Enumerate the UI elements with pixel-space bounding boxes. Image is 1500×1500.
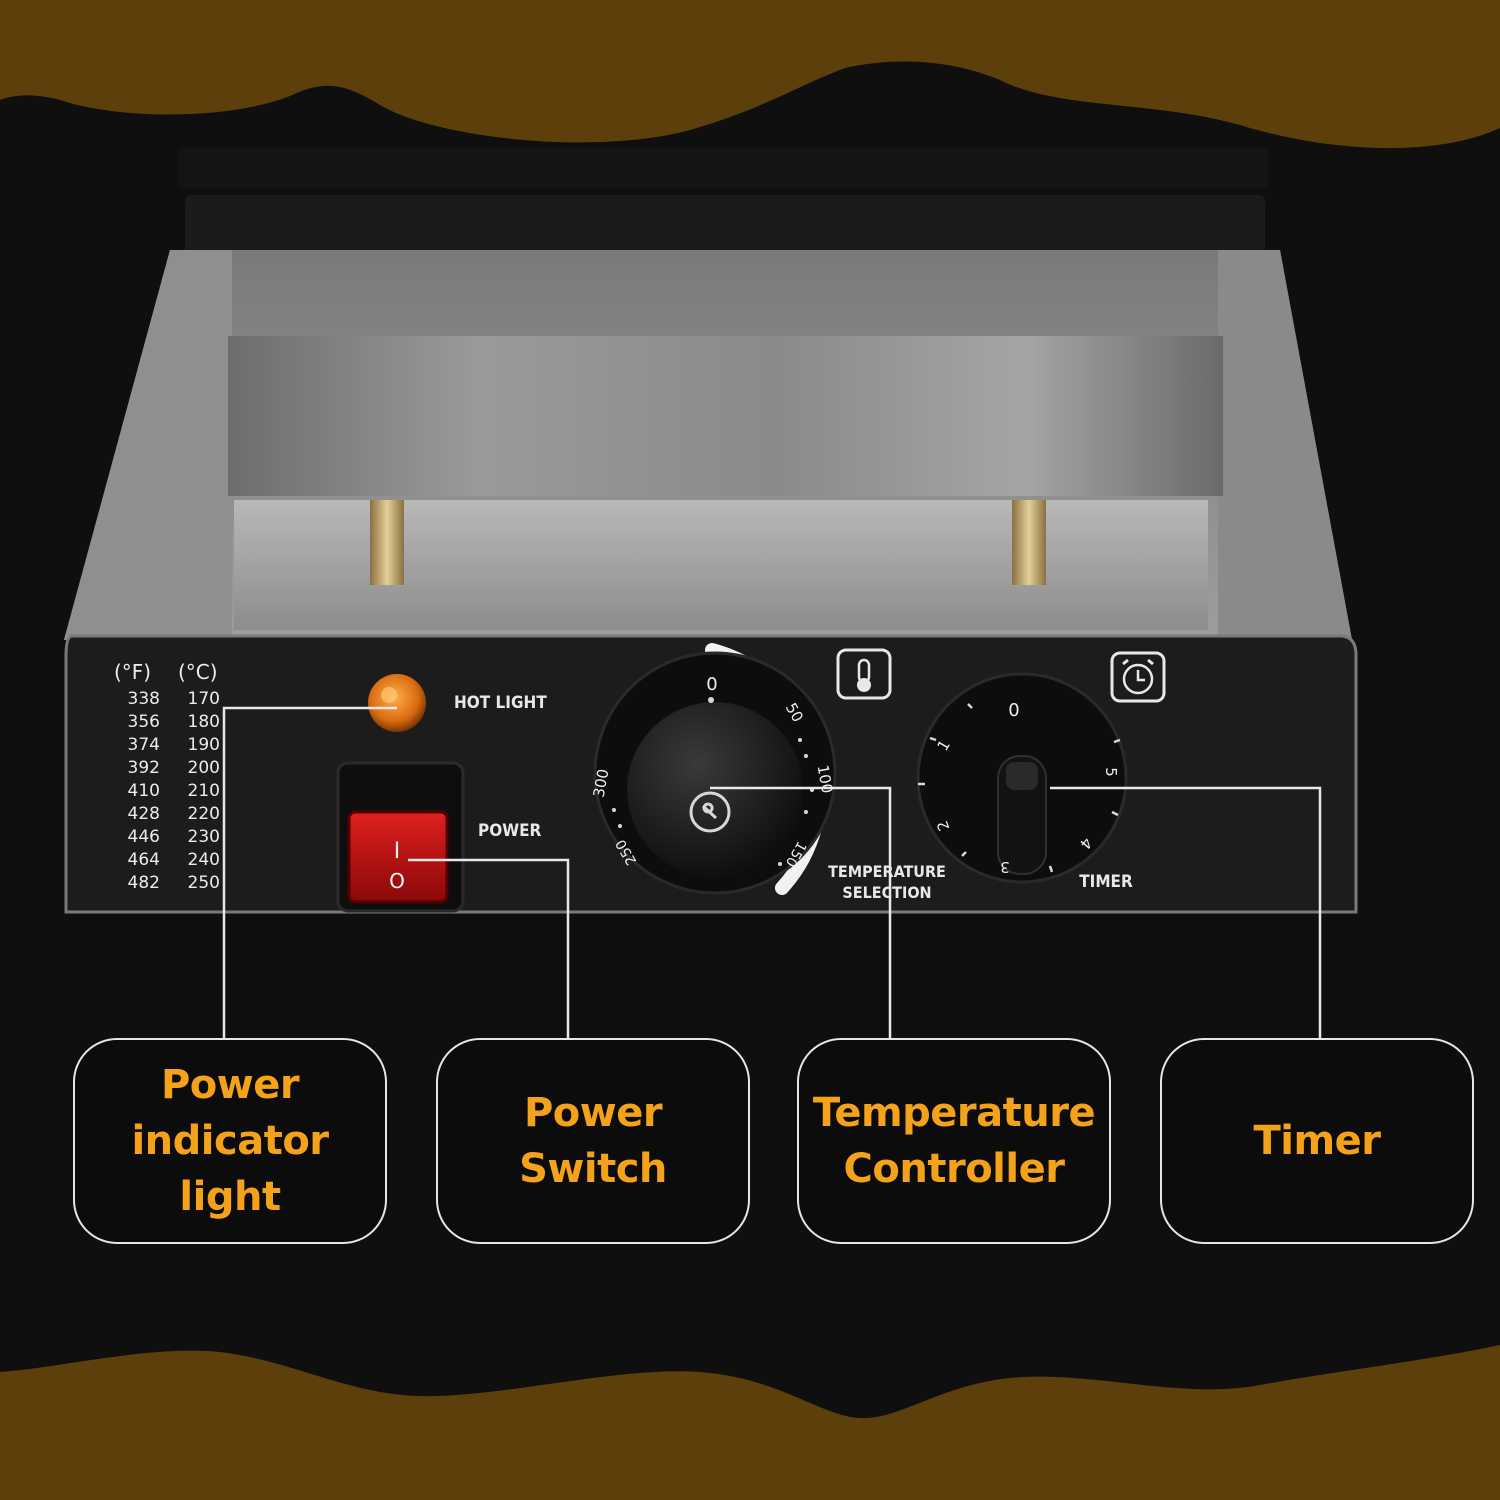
temperature-selection-label-2: SELECTION	[842, 883, 931, 902]
callout-power-switch: Power Switch	[436, 1038, 750, 1244]
fahrenheit-value: 374	[127, 735, 160, 755]
fahrenheit-value: 446	[127, 827, 160, 847]
switch-on-mark: I	[394, 839, 401, 864]
power-switch[interactable]	[347, 810, 449, 904]
hot-light-label: HOT LIGHT	[454, 693, 547, 713]
callout-label: Timer	[1253, 1118, 1381, 1164]
svg-text:300: 300	[590, 767, 613, 798]
celsius-value: 220	[187, 804, 220, 824]
celsius-value: 240	[187, 850, 220, 870]
switch-off-mark: O	[389, 869, 405, 893]
celsius-value: 210	[187, 781, 220, 801]
fahrenheit-values: 338 356 374 392 410 428 446 464 482	[104, 688, 160, 895]
power-label: POWER	[478, 821, 542, 841]
callout-label: Power Switch	[519, 1090, 667, 1192]
celsius-values: 170 180 190 200 210 220 230 240 250	[168, 688, 220, 895]
bottom-decorative-band	[0, 1345, 1500, 1500]
fahrenheit-value: 338	[127, 689, 160, 709]
thermometer-icon	[836, 648, 892, 700]
hot-light-indicator	[368, 674, 426, 732]
celsius-header: (°C)	[178, 660, 218, 684]
temperature-selection-label-1: TEMPERATURE	[828, 862, 946, 881]
temperature-knob[interactable]	[627, 702, 803, 878]
fahrenheit-header: (°F)	[114, 660, 152, 684]
callout-label: Temperature Controller	[812, 1090, 1096, 1192]
fahrenheit-value: 392	[127, 758, 160, 778]
lid-frame	[178, 148, 1268, 188]
callout-power-indicator-light: Power indicator light	[73, 1038, 387, 1244]
svg-text:5: 5	[1102, 767, 1120, 777]
fahrenheit-value: 464	[127, 850, 160, 870]
top-decorative-band	[0, 0, 1500, 149]
celsius-value: 190	[187, 735, 220, 755]
celsius-value: 230	[187, 827, 220, 847]
callout-label: Power indicator light	[131, 1062, 329, 1220]
fahrenheit-value: 428	[127, 804, 160, 824]
alarm-clock-icon	[1110, 651, 1166, 703]
svg-text:3: 3	[1000, 858, 1010, 876]
timer-label: TIMER	[1079, 872, 1133, 892]
celsius-value: 250	[187, 873, 220, 893]
callout-temperature-controller: Temperature Controller	[797, 1038, 1111, 1244]
fahrenheit-value: 410	[127, 781, 160, 801]
key-icon	[689, 791, 731, 833]
svg-text:0: 0	[706, 674, 717, 695]
svg-text:0: 0	[1008, 700, 1019, 721]
celsius-value: 180	[187, 712, 220, 732]
callout-leader-lines	[222, 706, 1322, 1038]
celsius-value: 200	[187, 758, 220, 778]
celsius-value: 170	[187, 689, 220, 709]
callout-timer: Timer	[1160, 1038, 1474, 1244]
fahrenheit-value: 356	[127, 712, 160, 732]
fahrenheit-value: 482	[127, 873, 160, 893]
